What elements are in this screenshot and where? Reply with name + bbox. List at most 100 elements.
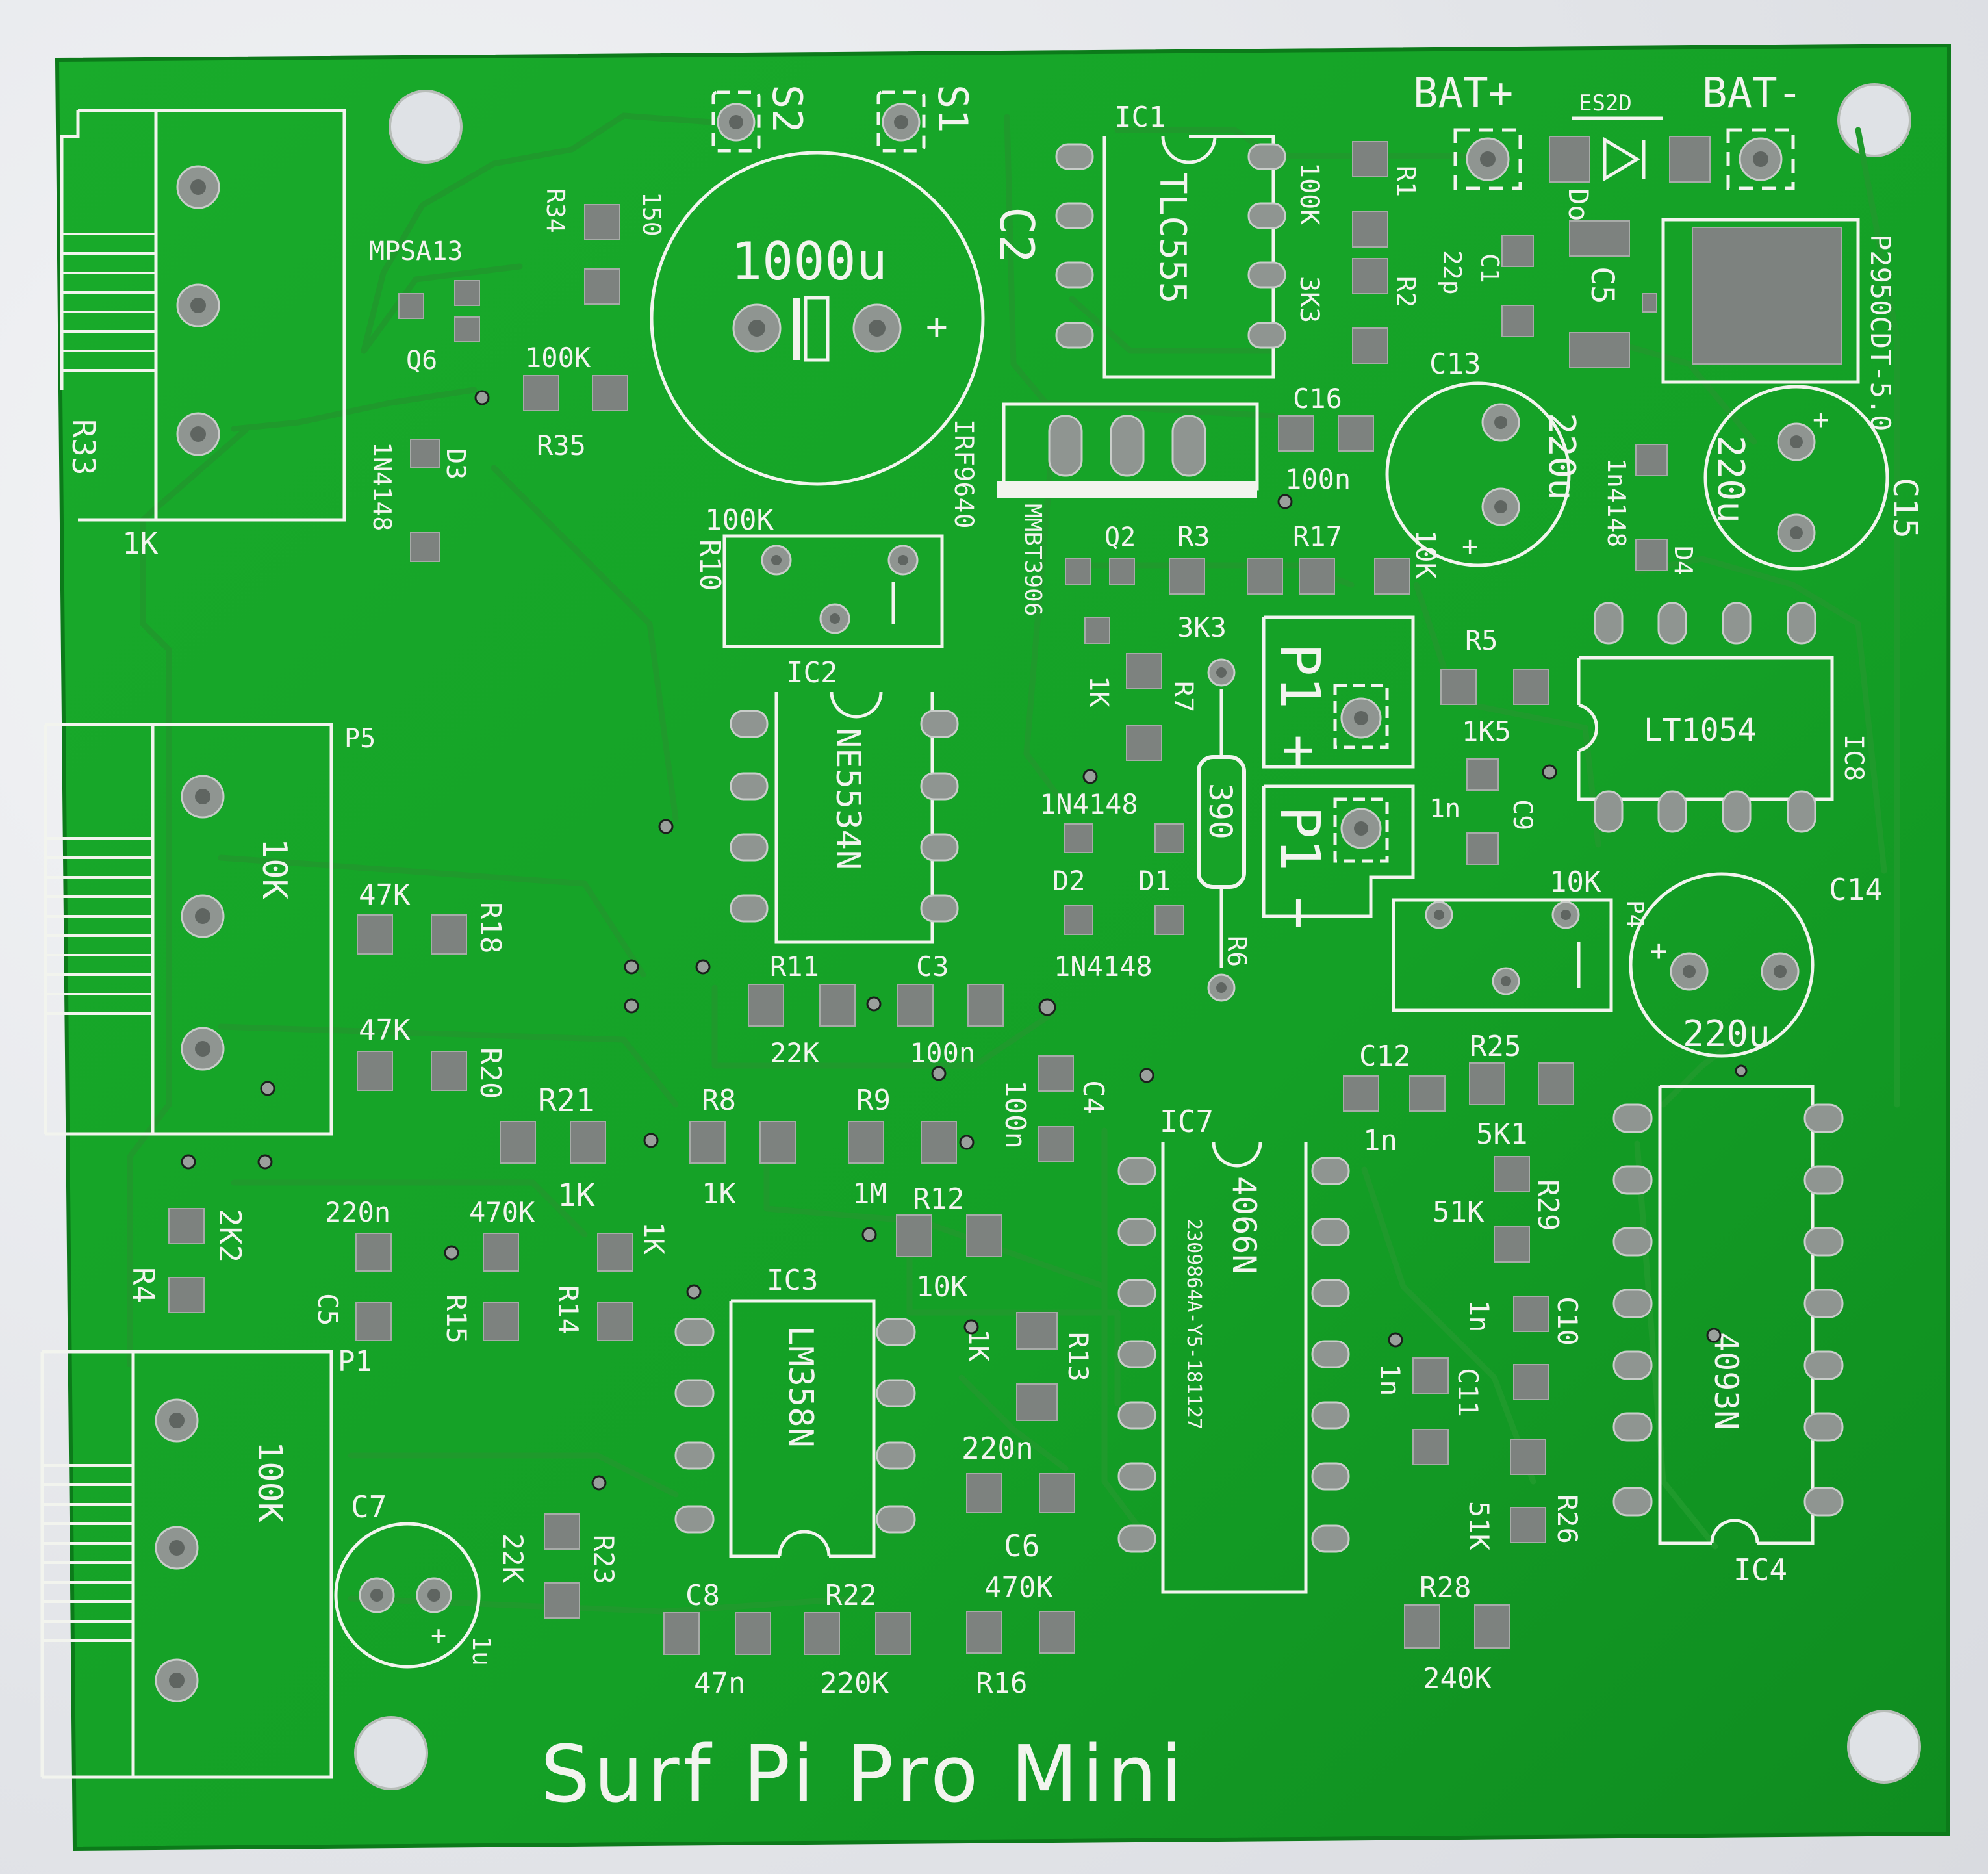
label-1n4148-d3: 1N4148 [368,442,396,531]
label-date-code: 2309864A-Y5-181127 [1182,1218,1205,1430]
label-100n-c3: 100n [910,1037,975,1069]
battery-terminals: BAT+ ES2D BAT- Do [1413,70,1802,222]
label-es2d: ES2D [1579,90,1632,116]
label-10k-r12: 10K [916,1270,968,1303]
label-irf9640: IRF9640 [949,419,978,529]
capacitor-c7: C7 + 1u [334,1489,496,1669]
label-220n-c5: 220n [325,1196,390,1228]
ic-ic8: LT1054 IC8 [1577,602,1868,833]
label-lt1054: LT1054 [1644,712,1756,749]
label-q2: Q2 [1104,522,1136,552]
resistor-r28: R28 240K [1404,1571,1510,1695]
capacitor-c13: C13 220u + [1385,348,1583,567]
label-100k-r35: 100K [525,342,591,374]
label-1n-c9: 1n [1429,794,1460,824]
label-r33: R33 [65,419,101,476]
ic-ic4: 4093N IC4 [1612,1085,1844,1587]
label-c3: C3 [916,951,949,982]
label-220u-c15: 220u [1709,435,1752,523]
capacitors-c10-c11: 1n C10 1n C11 [1374,1296,1583,1465]
label-4093n: 4093N [1707,1332,1745,1430]
label-tlc555: TLC555 [1151,172,1193,303]
label-bat-minus: BAT- [1702,70,1802,118]
label-ic4: IC4 [1733,1552,1787,1587]
label-ne5534n: NE5534N [828,728,867,870]
mounting-holes [354,83,1921,1790]
resistor-r8: R8 1K [689,1084,796,1211]
label-d2: D2 [1052,865,1086,897]
label-3k3-r2: 3K3 [1294,276,1324,323]
mount-hole-bottom-left [354,1716,428,1790]
potentiometer-r33: R33 1K [60,109,346,561]
pcb-board [55,43,1952,1851]
label-1k5: 1K5 [1462,715,1511,747]
resistor-r3: R3 3K3 [1169,520,1283,643]
capacitor-c6: 220n C6 [962,1431,1075,1563]
resistor-r9: R9 1M [848,1084,957,1211]
label-r34: R34 [541,188,570,233]
label-100n-c16: 100n [1285,463,1351,495]
capacitor-c3: C3 100n [897,951,1004,1069]
resistor-r35: 100K R35 [523,342,628,461]
ic-ic2: IC2 NE5534N [730,656,959,944]
label-r28: R28 [1420,1571,1471,1604]
label-r21: R21 [538,1083,594,1119]
label-c11: C11 [1452,1368,1484,1417]
mount-hole-bottom-right [1847,1710,1921,1784]
label-ic8: IC8 [1839,734,1868,781]
label-1n4148-bottom: 1N4148 [1054,951,1153,982]
resistor-r18: 47K R18 [357,879,507,955]
resistor-r14: 1K R14 [552,1222,670,1341]
label-r35: R35 [537,430,586,461]
label-c6: C6 [1004,1528,1039,1563]
label-c15: C15 [1885,478,1924,539]
label-s2: S2 [763,84,811,133]
label-ic2: IC2 [786,656,837,689]
label-51k-r29: 51K [1433,1196,1485,1229]
label-220k-r22: 220K [820,1667,889,1700]
capacitor-c4: C4 100n [999,1055,1110,1162]
label-r22: R22 [825,1579,876,1612]
regulator-p2950: P2950CDT-5.0 [1642,218,1896,431]
label-r18: R18 [474,902,507,953]
label-1k-r33: 1K [122,526,159,561]
label-3k3-r3: 3K3 [1177,611,1227,643]
label-10k-r17: 10K [1410,530,1442,580]
capacitor-c16: C16 100n [1278,383,1374,495]
label-p4: P4 [1622,900,1648,928]
resistor-r21: R21 1K [500,1083,606,1214]
resistor-r23: 22K R23 [497,1513,620,1619]
resistor-r6: 390 R6 [1197,658,1251,1002]
capacitor-c12: C12 1n [1343,1040,1446,1157]
label-1k-r8: 1K [702,1177,736,1211]
label-c13: C13 [1429,348,1481,381]
label-p2950: P2950CDT-5.0 [1865,234,1896,431]
capacitor-c15: 220u + C15 [1703,385,1924,571]
resistor-r22: R22 220K [804,1579,911,1700]
diode-d4: 1n4148 D4 [1602,444,1698,576]
diodes-d1-d2: 1N4148 D2 D1 1N4148 [1039,788,1184,982]
label-bat-plus: BAT+ [1413,70,1513,118]
label-c5-lower: C5 [312,1293,344,1326]
label-100k-p1: 100K [250,1441,289,1523]
trimmer-p4: 10K P4 [1392,866,1648,1012]
capacitor-c5-top: C5 [1569,220,1630,368]
resistor-r4: 2K2 R4 [126,1208,248,1313]
trimmer-p1: P1 + P1 − [1262,615,1415,930]
label-d1: D1 [1138,865,1171,897]
transistor-q6: MPSA13 Q6 [369,237,480,376]
label-p1-pot: P1 [338,1345,372,1378]
switch-s2: S2 [711,84,811,153]
label-r6: R6 [1221,936,1251,967]
label-47n: 47n [694,1667,745,1700]
label-r16: R16 [976,1667,1027,1700]
label-r11: R11 [770,951,819,982]
resistor-r13: 1K R13 [963,1312,1094,1421]
label-r10: R10 [693,539,726,591]
label-470k-r15: 470K [469,1196,535,1228]
label-mmbt3906: MMBT3906 [1019,504,1046,616]
label-r17: R17 [1293,520,1342,552]
label-lm358n: LM358N [781,1326,820,1448]
label-220n-c6: 220n [962,1431,1034,1466]
resistor-r2: R2 3K3 [1294,258,1420,364]
